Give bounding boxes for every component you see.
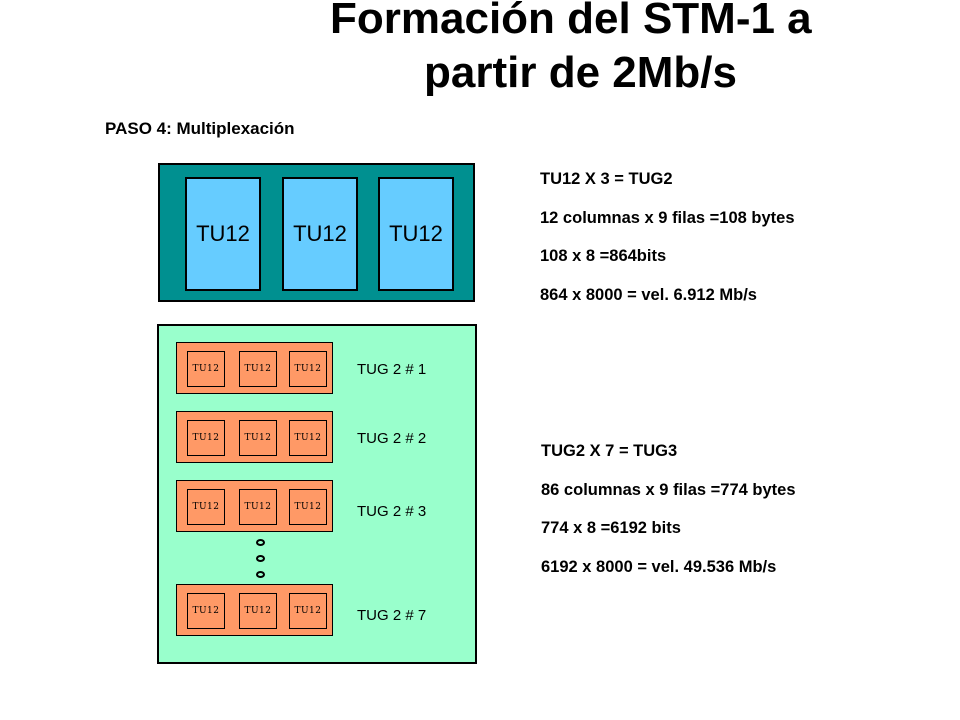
tu12-block: TU12 — [282, 177, 358, 291]
title-line-1: Formación del STM-1 a — [330, 0, 812, 43]
tug2-row: TU12 TU12 TU12 — [176, 342, 333, 394]
tug3-bits: 774 x 8 =6192 bits — [541, 519, 681, 537]
tu12-small-block: TU12 — [289, 593, 327, 629]
tug2-row-label: TUG 2 # 3 — [357, 503, 427, 520]
tug2-row-label: TUG 2 # 1 — [357, 361, 427, 378]
tu12-small-block: TU12 — [239, 351, 277, 387]
title-line-2: partir de 2Mb/s — [424, 48, 737, 97]
tug2-bits: 108 x 8 =864bits — [540, 247, 667, 265]
tug2-row: TU12 TU12 TU12 — [176, 411, 333, 463]
tug3-formula: TUG2 X 7 = TUG3 — [541, 442, 678, 460]
tu12-small-block: TU12 — [239, 593, 277, 629]
tug2-columns: 12 columnas x 9 filas =108 bytes — [540, 209, 795, 227]
ellipsis-dot — [256, 539, 265, 546]
tu12-small-block: TU12 — [289, 420, 327, 456]
tu12-small-block: TU12 — [239, 489, 277, 525]
tug3-columns: 86 columnas x 9 filas =774 bytes — [541, 481, 796, 499]
tug2-formula: TU12 X 3 = TUG2 — [540, 170, 673, 188]
tug2-row: TU12 TU12 TU12 — [176, 584, 333, 636]
tu12-small-block: TU12 — [289, 489, 327, 525]
ellipsis-dot — [256, 571, 265, 578]
tug2-rate: 864 x 8000 = vel. 6.912 Mb/s — [540, 286, 757, 304]
tu12-small-block: TU12 — [187, 489, 225, 525]
tu12-small-block: TU12 — [187, 351, 225, 387]
tu12-block: TU12 — [185, 177, 261, 291]
step-subtitle: PASO 4: Multiplexación — [105, 119, 295, 138]
tug2-row-label: TUG 2 # 2 — [357, 430, 427, 447]
tug2-row-label: TUG 2 # 7 — [357, 607, 427, 624]
ellipsis-dot — [256, 555, 265, 562]
tu12-block: TU12 — [378, 177, 454, 291]
tu12-small-block: TU12 — [187, 420, 225, 456]
tug2-row: TU12 TU12 TU12 — [176, 480, 333, 532]
tu12-small-block: TU12 — [289, 351, 327, 387]
tug3-rate: 6192 x 8000 = vel. 49.536 Mb/s — [541, 558, 777, 576]
tu12-small-block: TU12 — [187, 593, 225, 629]
tu12-small-block: TU12 — [239, 420, 277, 456]
